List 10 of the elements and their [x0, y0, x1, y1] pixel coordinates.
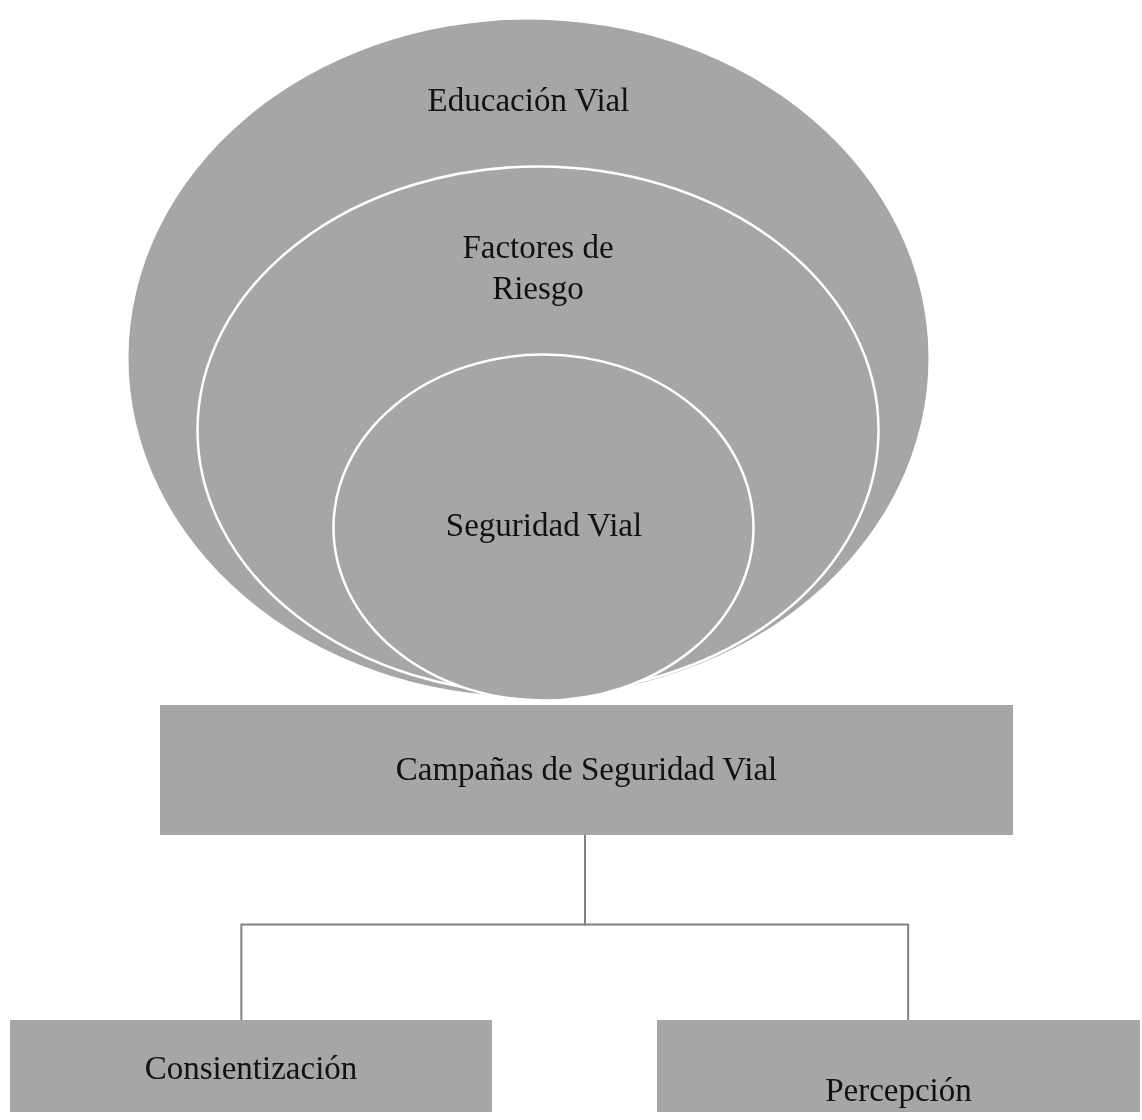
node-label: Educación Vial: [426, 81, 631, 120]
node-label: Factores de Riesgo: [461, 228, 615, 309]
rectangle-box: [160, 705, 1013, 835]
ellipse-shape: [332, 353, 755, 702]
rectangle-box: [10, 1020, 492, 1112]
node-label: Campañas de Seguridad Vial: [394, 750, 779, 789]
node-label: Seguridad Vial: [444, 506, 644, 545]
node-label: Consientización: [143, 1049, 359, 1088]
rectangle-box: [657, 1020, 1140, 1112]
node-label: Percepción: [824, 1071, 973, 1110]
